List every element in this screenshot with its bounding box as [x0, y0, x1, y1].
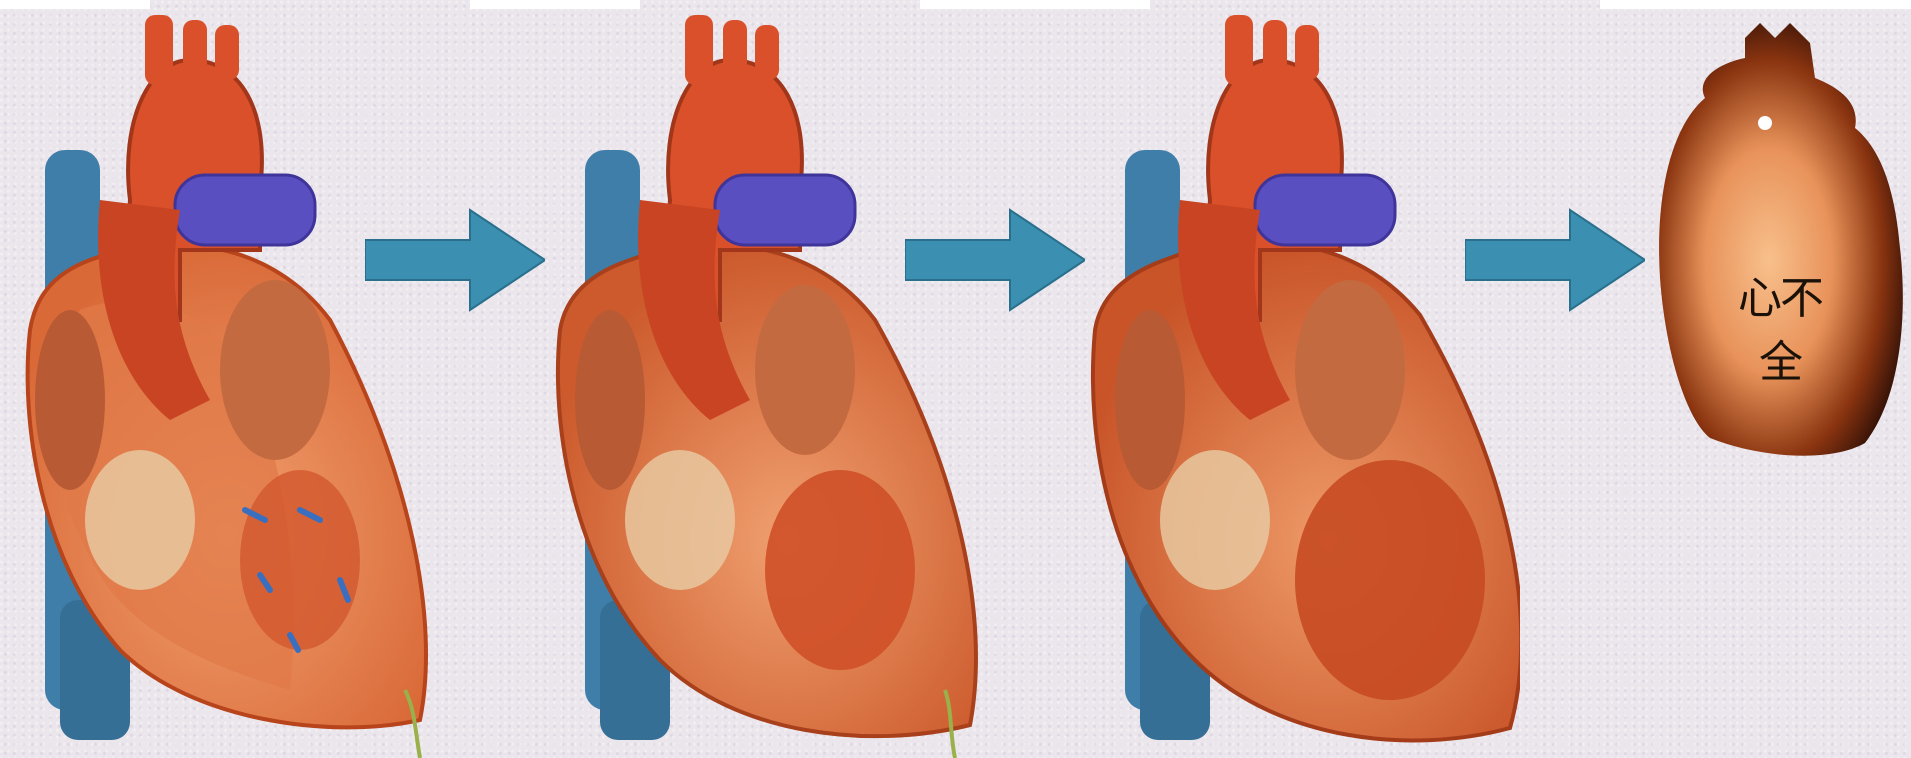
arrow-right-icon: [365, 200, 545, 320]
heart-stage-1-normal: [0, 0, 440, 758]
arrow-right-icon: [1465, 200, 1645, 320]
arrow-right-icon: [905, 200, 1085, 320]
top-white-strip: [1600, 0, 1911, 9]
heart-stage-4-failure: [1650, 18, 1910, 458]
heart-stage-2-hypertrophy: [540, 0, 980, 758]
heart-stage-3-dilation: [1080, 0, 1520, 758]
heart-failure-label: 心不全: [1720, 262, 1840, 390]
